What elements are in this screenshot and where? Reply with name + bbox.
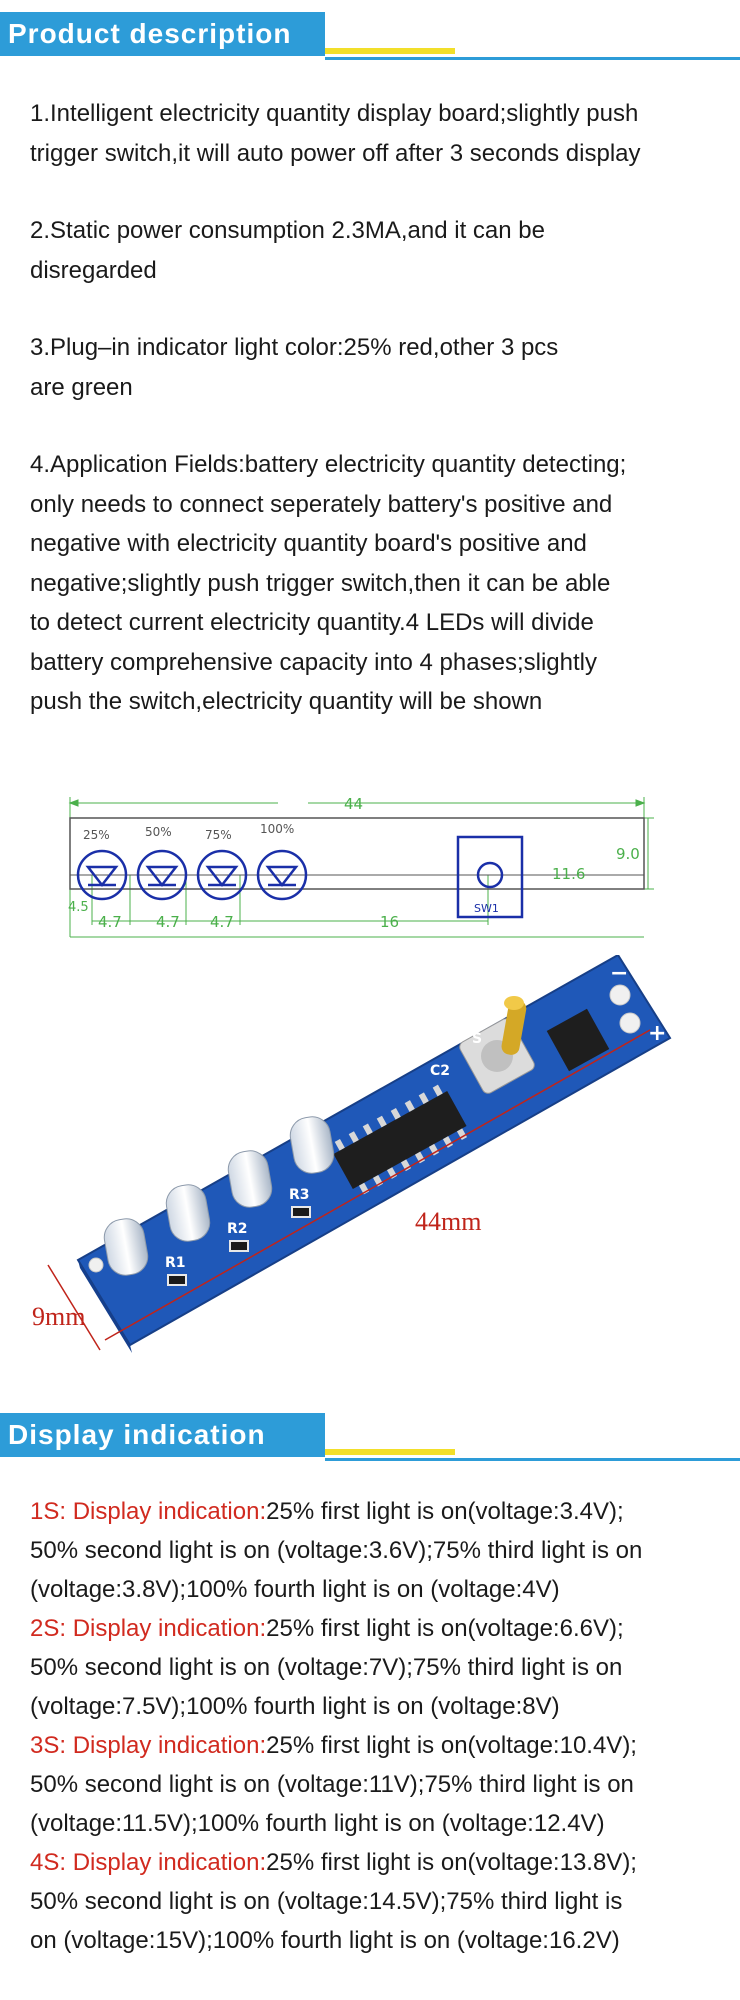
switch-label: SW1 [474, 902, 499, 915]
product-description-title: Product description [0, 12, 325, 56]
led-label-100: 100% [260, 822, 294, 836]
led-label-75: 75% [205, 828, 232, 842]
description-paragraph-1: 1.Intelligent electricity quantity displ… [30, 100, 641, 167]
width-label: 9mm [32, 1302, 85, 1331]
left-offset-label: 4.5 [68, 900, 89, 915]
silk-minus: − [610, 961, 628, 986]
indication-2s-label: 2S: Display indication: [30, 1615, 267, 1642]
silk-s: S [472, 1031, 482, 1047]
indication-3s-label: 3S: Display indication: [30, 1732, 267, 1759]
led-row [103, 1116, 335, 1276]
regulator-chip [546, 1008, 610, 1072]
dimension-drawing: 25% 50% 75% 100% SW1 44 9.0 11.6 4.5 4.7… [68, 795, 654, 938]
indication-4s: 4S: Display indication:25% first light i… [30, 1843, 735, 1960]
description-paragraph-4: 4.Application Fields:battery electricity… [30, 451, 627, 715]
silk-r2: R2 [227, 1221, 248, 1237]
header-blue-rule-2 [325, 1458, 740, 1461]
switch-offset-label: 11.6 [552, 865, 585, 883]
header-blue-rule [325, 57, 740, 60]
indication-2s-text: 25% first light is on(voltage:6.6V); 50%… [30, 1615, 624, 1720]
silk-plus: + [648, 1021, 666, 1046]
spacing-label-1: 4.7 [98, 913, 122, 931]
description-paragraph-2: 2.Static power consumption 2.3MA,and it … [30, 217, 545, 284]
indication-1s: 1S: Display indication:25% first light i… [30, 1492, 735, 1609]
indication-3s: 3S: Display indication:25% first light i… [30, 1726, 735, 1843]
silk-r1: R1 [165, 1255, 186, 1271]
led-label-25: 25% [83, 828, 110, 842]
display-indication-header: Display indication [0, 1413, 740, 1463]
push-switch [459, 996, 535, 1094]
led-label-50: 50% [145, 825, 172, 839]
indication-4s-label: 4S: Display indication: [30, 1849, 267, 1876]
description-paragraph-3: 3.Plug–in indicator light color:25% red,… [30, 334, 559, 401]
spacing-label-3: 4.7 [210, 913, 234, 931]
length-label: 44mm [415, 1207, 481, 1236]
silk-r3: R3 [289, 1187, 310, 1203]
indication-4s-text: 25% first light is on(voltage:13.8V); 50… [30, 1849, 637, 1954]
indication-1s-label: 1S: Display indication: [30, 1498, 267, 1525]
indication-2s: 2S: Display indication:25% first light i… [30, 1609, 735, 1726]
width-dimension-label: 44 [344, 795, 363, 813]
pcb-photo: R1 R2 R3 C2 S − + 44mm 9mm [32, 955, 672, 1353]
height-dimension-label: 9.0 [616, 845, 640, 863]
ic-chip [333, 1084, 468, 1195]
switch-distance-label: 16 [380, 913, 399, 931]
header-yellow-accent-2 [325, 1449, 455, 1455]
product-description-header: Product description [0, 12, 740, 62]
silk-c2: C2 [430, 1063, 450, 1079]
indication-1s-text: 25% first light is on(voltage:3.4V); 50%… [30, 1498, 643, 1603]
display-indication-title: Display indication [0, 1413, 325, 1457]
spacing-label-2: 4.7 [156, 913, 180, 931]
header-yellow-accent [325, 48, 455, 54]
indication-3s-text: 25% first light is on(voltage:10.4V); 50… [30, 1732, 637, 1837]
